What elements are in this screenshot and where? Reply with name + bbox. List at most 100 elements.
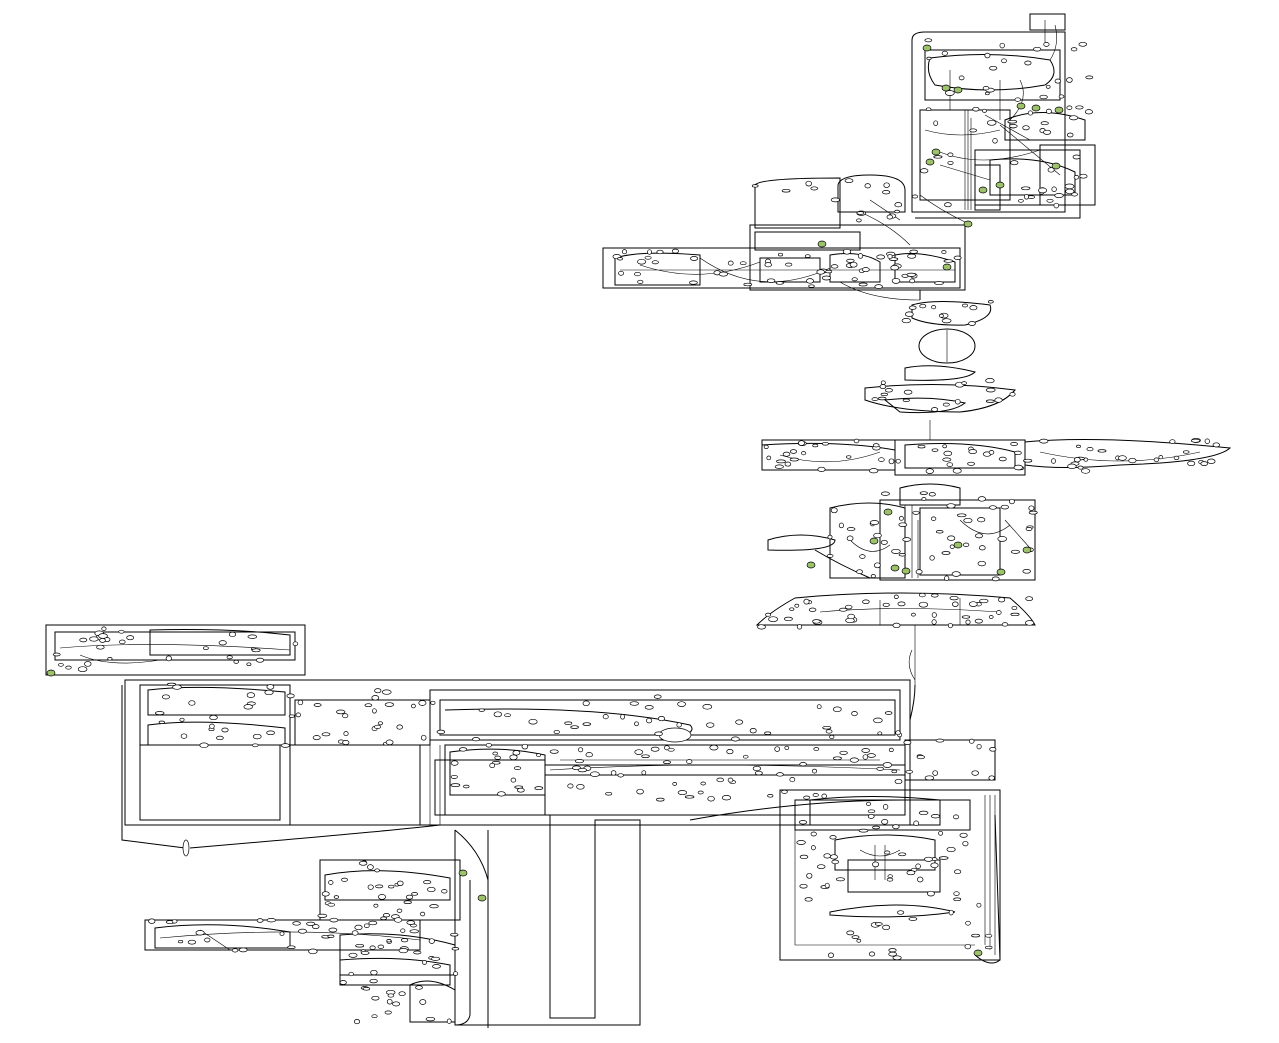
graph-node — [1169, 439, 1176, 444]
graph-node — [656, 249, 664, 255]
graph-node — [52, 652, 61, 657]
graph-node — [883, 182, 890, 188]
graph-node — [743, 282, 753, 287]
graph-node — [247, 634, 258, 639]
graph-node — [651, 260, 659, 265]
graph-node — [826, 554, 834, 558]
graph-node — [1033, 46, 1042, 52]
graph-node — [825, 269, 833, 274]
graph-node — [411, 703, 416, 709]
graph-node — [999, 42, 1005, 49]
graph-node — [504, 713, 511, 718]
graph-node — [689, 280, 698, 285]
graph-node — [781, 188, 791, 193]
graph-node — [921, 497, 927, 501]
graph-node — [497, 791, 506, 797]
graph-node — [878, 457, 885, 462]
graph-node — [1204, 438, 1210, 444]
graph-node — [567, 783, 574, 789]
graph-node — [585, 752, 593, 758]
graph-node — [967, 461, 976, 466]
graph-node — [948, 909, 954, 916]
graph-node — [99, 638, 106, 643]
graph-node — [798, 440, 805, 446]
graph-node-highlighted — [953, 86, 963, 94]
graph-node — [727, 260, 734, 266]
graph-node — [1073, 175, 1080, 180]
graph-node — [951, 571, 961, 577]
graph-node — [255, 657, 265, 663]
graph-node — [96, 644, 105, 650]
graph-node — [367, 864, 374, 870]
graph-node — [246, 692, 256, 698]
graph-node — [856, 218, 862, 223]
graph-node — [880, 380, 886, 385]
graph-node — [348, 952, 358, 958]
graph-node — [832, 706, 842, 713]
graph-node — [968, 601, 978, 607]
graph-node — [644, 255, 652, 260]
graph-node — [393, 917, 403, 923]
graph-node — [453, 971, 459, 976]
graph-node — [620, 714, 625, 720]
graph-node — [859, 554, 866, 559]
graph-node — [777, 252, 784, 257]
graph-node-highlighted — [931, 148, 941, 156]
graph-node — [385, 739, 394, 746]
graph-node — [650, 746, 660, 752]
graph-node — [926, 890, 935, 897]
graph-node — [709, 744, 719, 751]
graph-node — [924, 775, 935, 781]
graph-node — [901, 318, 911, 324]
graph-node — [342, 713, 349, 719]
graph-node — [1028, 505, 1035, 511]
graph-node — [903, 389, 913, 395]
graph-node — [888, 951, 897, 957]
graph-node — [286, 693, 295, 699]
graph-node — [911, 612, 916, 617]
graph-node — [1066, 132, 1074, 138]
graph-node — [195, 930, 205, 936]
graph-node — [925, 468, 934, 474]
graph-node — [358, 860, 368, 866]
graph-node — [861, 748, 870, 753]
graph-node — [1075, 105, 1084, 110]
graph-node — [360, 950, 370, 955]
graph-node — [880, 392, 888, 397]
graph-node — [784, 461, 792, 467]
graph-node-highlighted — [922, 44, 932, 52]
graph-node — [493, 711, 502, 718]
graph-node — [887, 253, 893, 260]
graph-node — [590, 771, 600, 777]
graph-node-highlighted — [477, 894, 487, 902]
graph-node — [894, 202, 903, 208]
graph-node — [654, 731, 663, 737]
graph-node — [844, 604, 853, 610]
graph-node — [935, 530, 944, 534]
graph-node — [478, 708, 485, 712]
graph-node — [405, 894, 414, 900]
graph-node — [98, 633, 108, 639]
graph-node — [774, 746, 781, 752]
graph-node — [1173, 455, 1180, 461]
graph-node — [415, 985, 423, 990]
graph-node — [877, 731, 883, 736]
graph-node — [1070, 47, 1078, 52]
graph-node — [806, 278, 814, 284]
graph-node — [968, 738, 975, 744]
graph-node — [874, 284, 883, 289]
central-column — [755, 301, 1232, 685]
graph-node — [918, 592, 926, 598]
graph-node — [450, 774, 458, 779]
graph-node — [789, 607, 795, 611]
cluster-center-bottom — [429, 689, 996, 825]
graph-node — [406, 920, 416, 925]
graph-node — [822, 441, 829, 446]
graph-node — [718, 271, 728, 277]
graph-node — [657, 716, 666, 722]
graph-node — [816, 704, 822, 710]
graph-node — [942, 457, 952, 462]
graph-node — [371, 695, 380, 701]
graph-node — [727, 777, 734, 783]
graph-node — [372, 708, 377, 714]
